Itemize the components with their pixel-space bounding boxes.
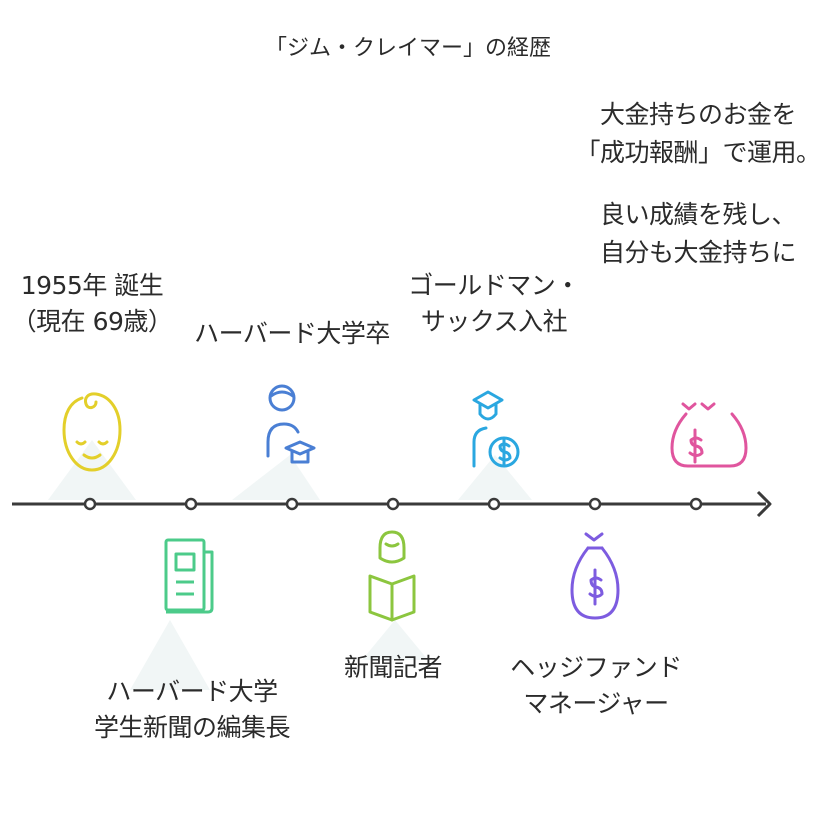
- event-label-newspaper-editor: ハーバード大学 学生新聞の編集長: [93, 674, 291, 746]
- label-line: 良い成績を残し、: [599, 200, 797, 229]
- event-label-goldman: ゴールドマン・ サックス入社: [408, 268, 580, 340]
- label-line: 学生新聞の編集長: [93, 713, 291, 742]
- label-line: 新聞記者: [343, 653, 443, 682]
- money-bag-icon: [570, 532, 620, 620]
- label-line: 「成功報酬」で運用。: [575, 138, 816, 167]
- timeline-marker: [285, 497, 299, 511]
- graduate-money-icon: [472, 390, 520, 468]
- event-label-hedge-fund: ヘッジファンド マネージャー: [510, 650, 682, 722]
- label-line: サックス入社: [420, 307, 568, 336]
- reader-icon: [368, 530, 416, 622]
- label-line: ハーバード大学: [106, 677, 278, 706]
- icon-shadow: [232, 455, 320, 500]
- icon-shadow: [458, 455, 532, 500]
- icon-shadow: [362, 620, 428, 660]
- timeline-marker: [386, 497, 400, 511]
- label-line: 1955年 誕生: [20, 271, 164, 300]
- label-line: 自分も大金持ちに: [599, 238, 797, 267]
- timeline-marker: [588, 497, 602, 511]
- money-bags-icon: [670, 402, 748, 468]
- event-label-birth: 1955年 誕生 （現在 69歳）: [12, 268, 173, 340]
- baby-face-icon: [62, 392, 122, 472]
- label-line: ゴールドマン・: [408, 271, 580, 300]
- timeline-markers: [83, 497, 703, 511]
- icon-shadow: [130, 620, 210, 690]
- timeline-arrowhead: [756, 490, 772, 518]
- page-title: 「ジム・クレイマー」の経歴: [264, 36, 552, 61]
- event-label-reporter: 新聞記者: [343, 650, 443, 686]
- label-line: 大金持ちのお金を: [599, 100, 797, 129]
- label-line: ヘッジファンド: [510, 653, 682, 682]
- label-line: ハーバード大学卒: [194, 319, 390, 348]
- timeline-marker: [83, 497, 97, 511]
- timeline-marker: [184, 497, 198, 511]
- label-line: マネージャー: [523, 689, 669, 718]
- label-gap: [575, 172, 816, 196]
- timeline-marker: [689, 497, 703, 511]
- graduate-icon: [266, 384, 316, 464]
- newspaper-icon: [164, 538, 214, 614]
- timeline-marker: [487, 497, 501, 511]
- label-line: （現在 69歳）: [11, 307, 173, 336]
- event-label-wealthy: 大金持ちのお金を 「成功報酬」で運用。 良い成績を残し、 自分も大金持ちに: [575, 96, 816, 272]
- event-label-harvard-grad: ハーバード大学卒: [194, 316, 390, 352]
